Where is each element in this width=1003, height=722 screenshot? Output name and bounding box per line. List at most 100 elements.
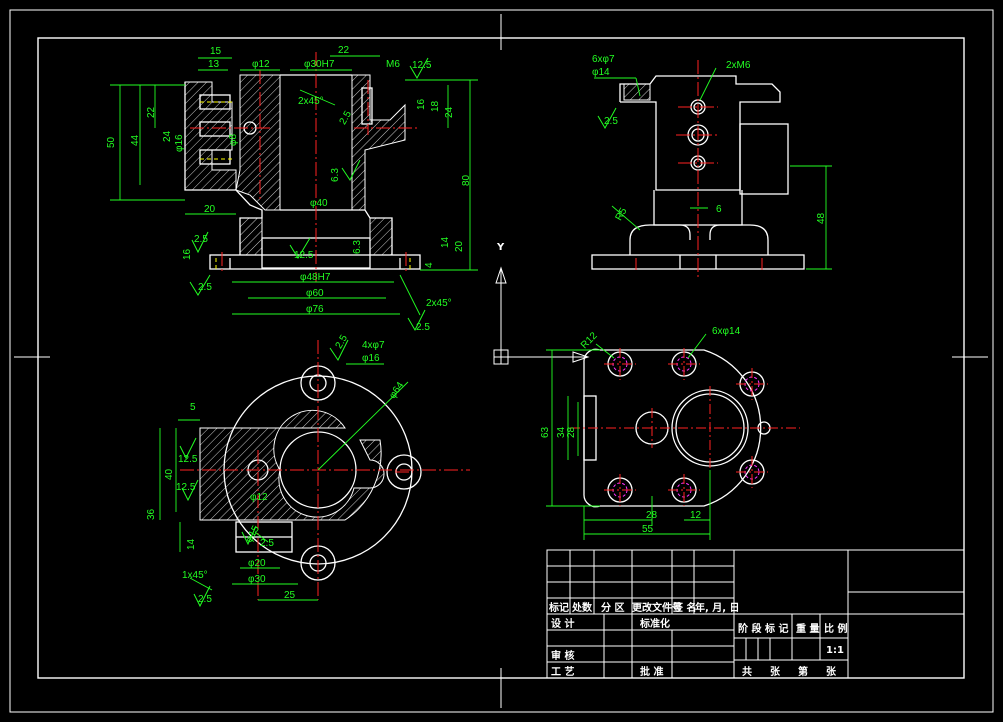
front-dim-inner-6: 2.5 bbox=[194, 234, 208, 245]
front-dim-right-2: 24 bbox=[444, 106, 455, 118]
top-dim-13: 1x45° bbox=[182, 570, 208, 581]
side-dim-4: R5 bbox=[614, 206, 630, 223]
front-dim-bottom-0: φ48H7 bbox=[300, 272, 331, 283]
side-dim-2: 2xM6 bbox=[726, 60, 751, 71]
tb-sheets-unit-2: 张 bbox=[826, 665, 837, 678]
top-dim-10: 14 bbox=[186, 538, 197, 550]
top-dim-1: 4xφ7 bbox=[362, 340, 385, 351]
side-view-surface-symbols bbox=[597, 107, 617, 130]
side-view-dimension-lines bbox=[594, 67, 832, 270]
tb-stage-mark: 阶 段 标 记 bbox=[738, 622, 788, 635]
tb-standard: 标准化 bbox=[639, 617, 670, 630]
tb-approve: 批 准 bbox=[640, 665, 663, 678]
axis-y-label: Y bbox=[496, 242, 505, 253]
front-dim-top-4: 22 bbox=[338, 45, 350, 56]
front-dim-left-4: φ16 bbox=[174, 134, 185, 152]
front-dim-left-3: 24 bbox=[162, 130, 173, 142]
bottom-dim-3: 34 bbox=[556, 426, 567, 438]
side-dim-1: φ14 bbox=[592, 67, 610, 78]
bottom-dim-5: 28 bbox=[646, 510, 658, 521]
front-view-centerlines bbox=[190, 52, 418, 282]
front-dim-bottom-3: 2x45° bbox=[426, 298, 452, 309]
side-view-dimension-texts: 6xφ7 φ14 2xM6 2.5 R5 6 48 bbox=[592, 54, 827, 224]
bottom-view: R12 6xφ14 63 34 28 28 12 55 bbox=[540, 326, 800, 540]
tb-sheets-unit-1: 张 bbox=[770, 665, 781, 678]
tb-scale-value: 1:1 bbox=[826, 645, 844, 656]
front-dim-bottom-1: φ60 bbox=[306, 288, 324, 299]
front-dim-left-5: φ8 bbox=[228, 134, 239, 146]
side-view-centerlines bbox=[635, 60, 763, 280]
tb-review: 审 核 bbox=[551, 649, 574, 662]
tb-process: 工 艺 bbox=[551, 665, 574, 678]
bottom-view-dimension-lines bbox=[546, 333, 711, 540]
top-dim-12: 2.5 bbox=[260, 538, 274, 549]
front-dim-top-5: M6 bbox=[386, 59, 400, 70]
top-dim-9: φ12 bbox=[250, 492, 268, 503]
top-dim-8: 36 bbox=[146, 508, 157, 520]
top-dim-4: 5 bbox=[190, 402, 196, 413]
title-block-grid bbox=[546, 549, 965, 679]
top-dim-2: φ16 bbox=[362, 353, 380, 364]
front-dim-bottom-2: φ76 bbox=[306, 304, 324, 315]
bottom-dim-0: R12 bbox=[579, 330, 600, 351]
front-dim-left-2: 22 bbox=[146, 106, 157, 118]
front-dim-left-0: 50 bbox=[106, 136, 117, 148]
front-dim-inner-0: 2x45° bbox=[298, 96, 324, 107]
front-view: 15 13 φ12 φ30H7 22 M6 12.5 50 44 22 24 φ… bbox=[106, 45, 478, 333]
front-dim-right-5: 14 bbox=[440, 236, 451, 248]
front-dim-right-0: 16 bbox=[416, 98, 427, 110]
bottom-dim-2: 63 bbox=[540, 426, 551, 438]
front-dim-inner-8: 2.5 bbox=[198, 282, 212, 293]
front-dim-right-3: 80 bbox=[461, 174, 472, 186]
top-view: 2.5 4xφ7 φ16 φ64 5 12.5 40 12.5 36 φ12 1… bbox=[146, 333, 470, 608]
ucs-axis-icon bbox=[493, 266, 590, 365]
bottom-dim-1: 6xφ14 bbox=[712, 326, 741, 337]
front-dim-inner-5: 6.3 bbox=[352, 240, 363, 254]
top-dim-5: 12.5 bbox=[178, 454, 198, 465]
top-dim-3: φ64 bbox=[387, 380, 406, 401]
tb-header-count: 处数 bbox=[571, 601, 593, 614]
top-view-surface-symbols bbox=[179, 339, 349, 608]
bottom-view-centerlines bbox=[570, 348, 800, 506]
tb-header-zone: 分 区 bbox=[601, 601, 624, 614]
front-dim-left-1: 44 bbox=[130, 134, 141, 146]
front-dim-inner-7: 16 bbox=[182, 248, 193, 260]
top-view-centerlines bbox=[180, 340, 470, 600]
tb-header-date: 年, 月, 日 bbox=[695, 601, 740, 614]
front-dim-top-2: φ12 bbox=[252, 59, 270, 70]
side-view: 6xφ7 φ14 2xM6 2.5 R5 6 48 bbox=[591, 54, 832, 280]
tb-sheets-total: 共 bbox=[742, 665, 752, 678]
tb-sheets-index: 第 bbox=[798, 665, 808, 678]
side-dim-0: 6xφ7 bbox=[592, 54, 615, 65]
tb-design: 设 计 bbox=[551, 617, 574, 630]
top-view-section-hatch bbox=[199, 409, 385, 521]
front-dim-top-6: 12.5 bbox=[412, 60, 432, 71]
side-view-hatch bbox=[623, 83, 651, 101]
side-dim-5: 6 bbox=[716, 204, 722, 215]
front-dim-inner-3: φ40 bbox=[310, 198, 328, 209]
sheet-frame bbox=[9, 9, 994, 713]
front-dim-right-1: 18 bbox=[430, 100, 441, 112]
front-dim-inner-4: 12.5 bbox=[294, 250, 314, 261]
bottom-dim-4: 28 bbox=[566, 426, 577, 438]
front-view-outline bbox=[184, 74, 421, 270]
front-dim-top-1: 13 bbox=[208, 59, 220, 70]
side-dim-6: 48 bbox=[816, 212, 827, 224]
front-dim-right-4: 20 bbox=[454, 240, 465, 252]
title-block-texts: 标记 处数 分 区 更改文件号 签 名 年, 月, 日 设 计 标准化 审 核 … bbox=[548, 601, 847, 678]
top-dim-7: 12.5 bbox=[176, 482, 196, 493]
top-dim-16: φ30 bbox=[248, 574, 266, 585]
tb-scale-label: 比 例 bbox=[824, 622, 847, 635]
front-dim-top-3: φ30H7 bbox=[304, 59, 335, 70]
top-view-dimension-texts: 2.5 4xφ7 φ16 φ64 5 12.5 40 12.5 36 φ12 1… bbox=[146, 333, 407, 605]
front-dim-left-6: 20 bbox=[204, 204, 216, 215]
front-view-dimension-texts: 15 13 φ12 φ30H7 22 M6 12.5 50 44 22 24 φ… bbox=[106, 45, 472, 333]
top-dim-0: 2.5 bbox=[334, 333, 351, 351]
front-view-surface-symbols bbox=[189, 57, 429, 332]
title-block: 标记 处数 分 区 更改文件号 签 名 年, 月, 日 设 计 标准化 审 核 … bbox=[546, 549, 965, 679]
tb-header-change-doc: 更改文件号 bbox=[632, 601, 682, 614]
top-view-dimension-lines bbox=[159, 363, 409, 601]
bottom-dim-7: 55 bbox=[642, 524, 654, 535]
